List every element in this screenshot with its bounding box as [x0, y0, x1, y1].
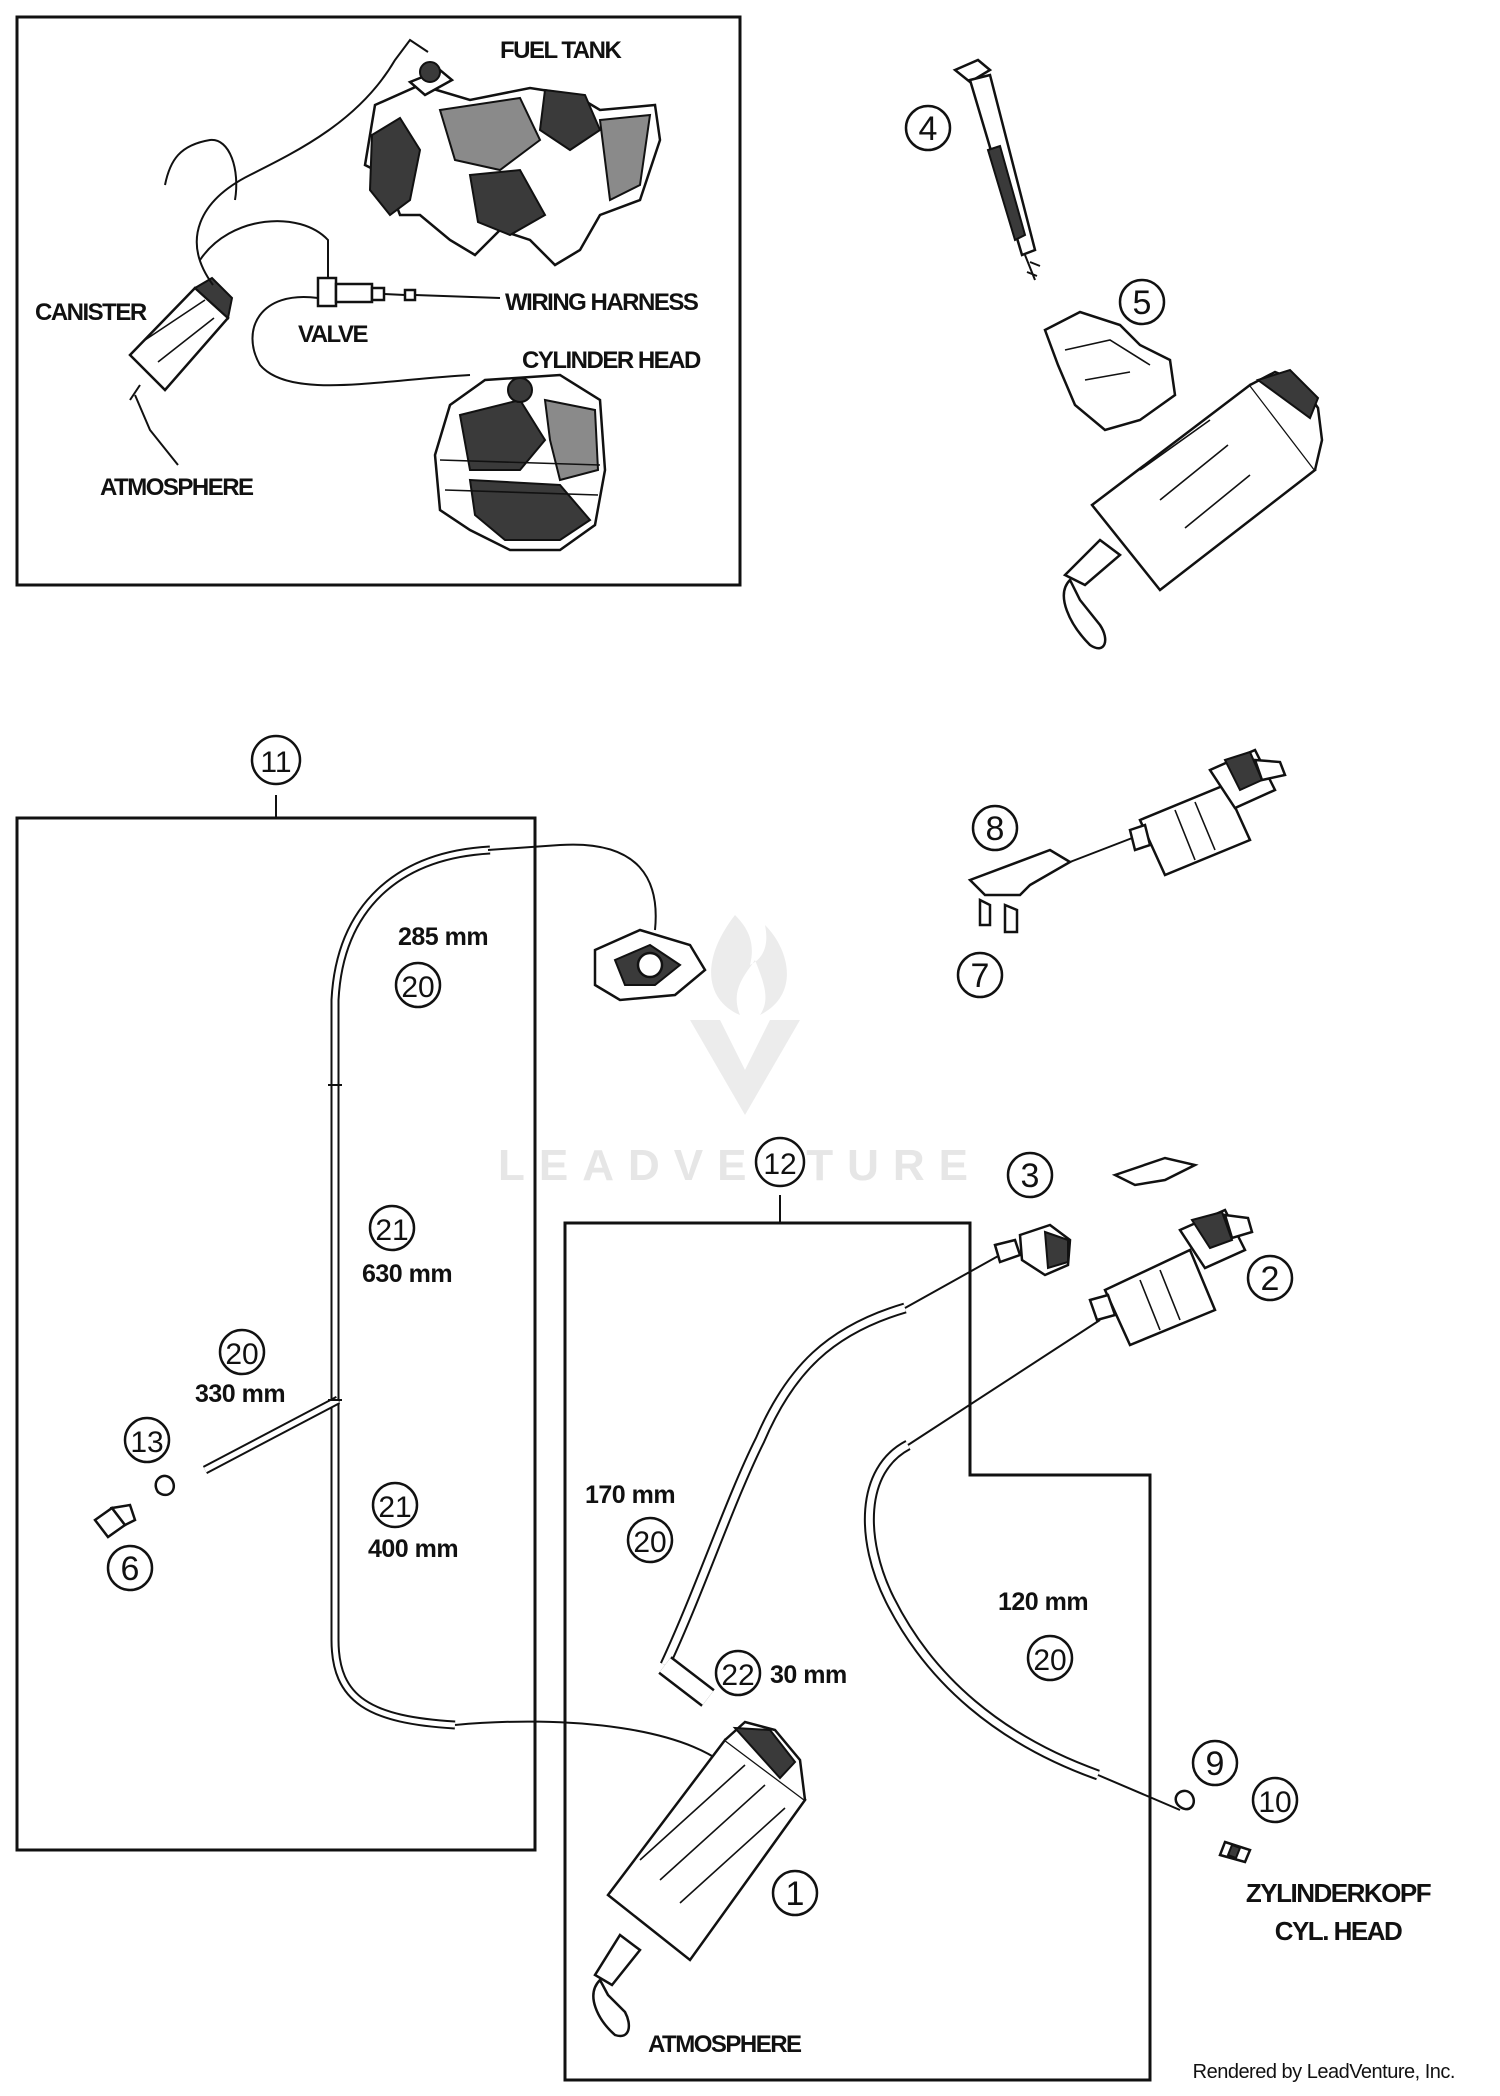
tank-hose	[195, 38, 429, 286]
callout-12[interactable]: 12	[754, 1136, 806, 1188]
svg-text:6: 6	[121, 1550, 140, 1588]
part-2-valve	[1103, 1248, 1217, 1347]
svg-text:22: 22	[721, 1659, 754, 1692]
dim-630: 630 mm	[362, 1260, 452, 1288]
cyl-head-label: CYL. HEAD	[1275, 1916, 1402, 1946]
watermark-text: LEADVENTURE	[498, 1141, 982, 1190]
valve-label: VALVE	[298, 321, 368, 348]
callout-2[interactable]: 2	[1246, 1254, 1294, 1302]
svg-text:12: 12	[763, 1148, 796, 1181]
callout-4[interactable]: 4	[904, 104, 952, 152]
svg-text:21: 21	[378, 1491, 411, 1524]
part-8-bracket	[967, 848, 1073, 897]
svg-text:20: 20	[401, 971, 434, 1004]
callout-1[interactable]: 1	[771, 1869, 819, 1917]
wiring-harness-label: WIRING HARNESS	[505, 289, 699, 316]
canister-valve-hose	[199, 220, 329, 278]
callout-3[interactable]: 3	[1006, 1151, 1054, 1199]
svg-text:9: 9	[1206, 1745, 1225, 1783]
assembly-12	[563, 1156, 1254, 2082]
callout-11[interactable]: 11	[250, 734, 302, 786]
inset-frame	[15, 15, 742, 587]
callout-21-a[interactable]: 21	[368, 1204, 416, 1252]
part-4-bolt-head	[952, 58, 993, 84]
assembly-12-frame	[563, 1221, 1152, 2082]
valve-bracket-group	[967, 748, 1287, 934]
watermark: LEADVENTURE	[498, 915, 982, 1190]
dim-30: 30 mm	[770, 1661, 847, 1689]
assembly-11	[15, 795, 741, 1852]
canister-bracket-group	[952, 58, 1324, 650]
callouts: 4 5 11 8 7 20 12 3 21 2 20 13 21 20 6 22…	[106, 104, 1299, 1917]
svg-text:20: 20	[225, 1338, 258, 1371]
callout-6[interactable]: 6	[106, 1544, 154, 1592]
svg-text:13: 13	[130, 1426, 163, 1459]
callout-10[interactable]: 10	[1251, 1776, 1299, 1824]
callout-9[interactable]: 9	[1191, 1739, 1239, 1787]
svg-text:10: 10	[1258, 1786, 1291, 1819]
inset-overview: FUEL TANK CYLINDER HEAD CANISTER VALVE	[15, 15, 742, 587]
tank-vent-line	[164, 138, 238, 201]
canister-illustration	[128, 276, 234, 401]
dim-330: 330 mm	[195, 1380, 285, 1408]
part-7-screw-a	[978, 897, 992, 927]
svg-text:8: 8	[986, 810, 1005, 848]
svg-text:20: 20	[633, 1526, 666, 1559]
cylinder-head-illustration	[433, 373, 607, 552]
cylinder-head-label: CYLINDER HEAD	[522, 347, 701, 374]
part-2-bracket	[1111, 1156, 1199, 1187]
callout-7[interactable]: 7	[956, 951, 1004, 999]
atmosphere-inset-label: ATMOSPHERE	[100, 474, 254, 501]
tank-fitting-illustration	[487, 843, 707, 1002]
footer-credit: Rendered by LeadVenture, Inc.	[1193, 2061, 1455, 2083]
callout-5[interactable]: 5	[1118, 278, 1166, 326]
valve-illustration	[316, 276, 417, 308]
svg-text:20: 20	[1033, 1644, 1066, 1677]
fuel-tank-illustration	[363, 61, 662, 267]
zylinderkopf-label: ZYLINDERKOPF	[1246, 1878, 1431, 1908]
dim-120: 120 mm	[998, 1588, 1088, 1616]
dim-400: 400 mm	[368, 1535, 458, 1563]
callout-20-d[interactable]: 20	[1026, 1634, 1074, 1682]
callout-20-b[interactable]: 20	[218, 1328, 266, 1376]
callout-13[interactable]: 13	[123, 1416, 171, 1464]
part-9-clamp	[1174, 1789, 1195, 1811]
callout-20-c[interactable]: 20	[626, 1516, 674, 1564]
svg-text:21: 21	[375, 1214, 408, 1247]
svg-text:4: 4	[919, 110, 938, 148]
harness-line	[383, 293, 501, 299]
part-7-screw-b	[1003, 903, 1019, 934]
callout-8[interactable]: 8	[971, 804, 1019, 852]
valve-head-hose	[251, 295, 471, 387]
dim-170: 170 mm	[585, 1481, 675, 1509]
callout-21-b[interactable]: 21	[371, 1481, 419, 1529]
callout-20-a[interactable]: 20	[394, 961, 442, 1009]
dimension-labels: 285 mm 630 mm 330 mm 400 mm 170 mm 30 mm…	[195, 923, 1089, 1689]
fuel-tank-label: FUEL TANK	[500, 37, 622, 64]
svg-text:3: 3	[1021, 1157, 1040, 1195]
atmosphere-line	[134, 394, 179, 466]
part-5-bracket	[1043, 310, 1177, 432]
valve-top	[1138, 783, 1252, 877]
svg-text:11: 11	[260, 746, 291, 779]
dim-285: 285 mm	[398, 923, 488, 951]
callout-22[interactable]: 22	[714, 1649, 762, 1697]
svg-text:2: 2	[1261, 1260, 1280, 1298]
svg-text:5: 5	[1133, 284, 1152, 322]
part-1-canister	[592, 1720, 807, 2038]
svg-text:1: 1	[786, 1875, 805, 1913]
atmosphere-main-label: ATMOSPHERE	[648, 2031, 802, 2058]
canister-label: CANISTER	[35, 299, 147, 326]
svg-text:7: 7	[971, 957, 990, 995]
part-13-clamp	[154, 1474, 175, 1497]
